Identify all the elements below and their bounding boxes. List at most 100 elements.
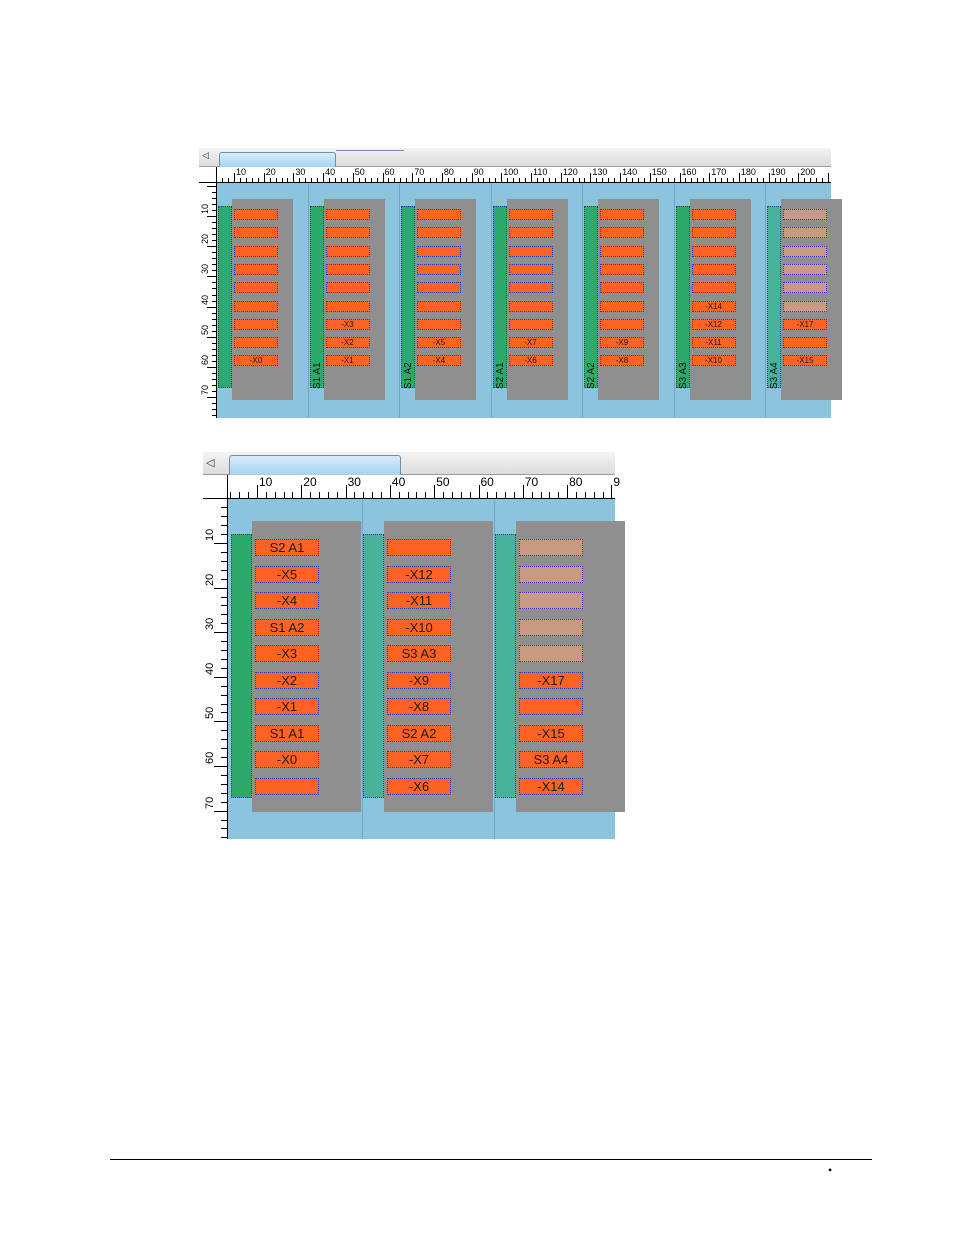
ruler-tick <box>221 525 227 527</box>
ruler-tick <box>221 578 227 580</box>
ruler-tick <box>248 492 250 498</box>
ruler-tick <box>327 492 329 498</box>
terminal-block <box>234 263 278 275</box>
ruler-tick <box>214 810 227 812</box>
ruler-tick <box>207 276 216 278</box>
terminal-block: -X0 <box>255 751 319 768</box>
ruler-tick <box>542 178 544 182</box>
ruler-label: 110 <box>533 167 548 177</box>
ruler-tick <box>221 828 227 830</box>
terminal-block <box>234 300 278 312</box>
ruler-tick <box>257 178 259 182</box>
ruler-tick <box>287 178 289 182</box>
ruler-tick <box>602 492 604 498</box>
ruler-tick <box>459 178 461 182</box>
ruler-tick <box>212 373 216 375</box>
ruler-tick <box>363 492 365 498</box>
terminal-block: -X1 <box>255 698 319 715</box>
ruler-label: 70 <box>200 385 210 396</box>
ruler-tick <box>352 173 354 182</box>
ruler-label: 100 <box>503 167 519 177</box>
terminal-block: -X2 <box>255 671 319 689</box>
ruler-tick <box>727 178 729 182</box>
terminal-block <box>691 245 736 257</box>
ruler-tick <box>212 312 216 314</box>
tab-bar: ◁ <box>203 452 615 475</box>
ruler-tick <box>214 543 227 544</box>
ruler-tick <box>207 367 216 368</box>
ruler-tick <box>212 282 216 284</box>
ruler-tick <box>214 676 227 678</box>
terminal-block: -X8 <box>387 698 451 715</box>
terminal-block <box>417 209 461 220</box>
ruler-tick <box>816 178 818 182</box>
terminal-block <box>255 777 319 795</box>
ruler-tick <box>685 178 687 182</box>
ruler-tick <box>697 178 699 182</box>
terminal-block <box>783 337 827 349</box>
ruler-tick <box>762 178 764 182</box>
ruler-tick <box>221 774 227 776</box>
ruler-tick <box>691 178 693 182</box>
terminal-block: -X17 <box>783 318 827 330</box>
ruler-tick <box>212 258 216 260</box>
ruler-label: 160 <box>681 167 697 177</box>
ruler-tick <box>471 173 473 182</box>
ruler-tick <box>626 178 628 182</box>
ruler-tick <box>465 178 467 182</box>
tab-layout[interactable] <box>219 152 336 167</box>
terminal-block: -X3 <box>255 645 319 662</box>
terminal-block <box>417 318 461 330</box>
ruler-tick <box>221 569 227 571</box>
ruler-tick <box>212 318 216 320</box>
ruler-label: 30 <box>200 264 210 275</box>
ruler-tick <box>478 485 480 498</box>
ruler-tick <box>531 173 532 182</box>
ruler-tick <box>257 485 258 498</box>
ruler-tick <box>703 178 705 182</box>
ruler-label: 50 <box>204 707 216 720</box>
ruler-tick <box>221 703 227 705</box>
ruler-tick <box>340 178 342 182</box>
terminal-block: -X9 <box>600 337 644 349</box>
ruler-tick <box>221 605 227 607</box>
terminal-block <box>600 282 644 294</box>
ruler-tick <box>265 492 267 498</box>
din-rail <box>492 206 507 388</box>
ruler-label: 150 <box>651 167 667 177</box>
terminal-block: S2 A1 <box>255 539 319 556</box>
ruler-tick <box>212 240 216 242</box>
ruler-tick <box>584 492 586 498</box>
terminal-block: -X0 <box>234 355 278 367</box>
ruler-tick <box>293 173 295 182</box>
ruler-label: 40 <box>204 662 216 675</box>
ruler-tick <box>251 178 253 182</box>
ruler-tick <box>221 551 227 553</box>
ruler-tick <box>334 178 336 182</box>
ruler-tick <box>221 641 227 643</box>
ruler-tick <box>212 348 216 350</box>
ruler-tick <box>460 492 462 498</box>
terminal-block <box>783 245 827 257</box>
terminal-block: -X10 <box>387 618 451 636</box>
ruler-label: 10 <box>236 167 247 177</box>
ruler-tick <box>212 379 216 381</box>
ruler-label: 50 <box>200 324 210 335</box>
ruler-tick <box>424 178 426 182</box>
tab-layout[interactable] <box>229 455 401 475</box>
ruler-tick <box>370 178 372 182</box>
ruler-tick <box>407 492 409 498</box>
ruler-tick <box>212 288 216 290</box>
tab-scroll-left-icon[interactable]: ◁ <box>206 456 215 469</box>
tab-scroll-left-icon[interactable]: ◁ <box>202 151 209 161</box>
ruler-tick <box>549 492 551 498</box>
ruler-label: 120 <box>562 167 578 177</box>
ruler-tick <box>453 178 455 182</box>
ruler-label: 70 <box>204 796 216 809</box>
terminal-block <box>325 263 370 275</box>
ruler-tick <box>221 792 227 794</box>
din-rail <box>401 206 415 388</box>
ruler-label: 90 <box>473 167 484 177</box>
